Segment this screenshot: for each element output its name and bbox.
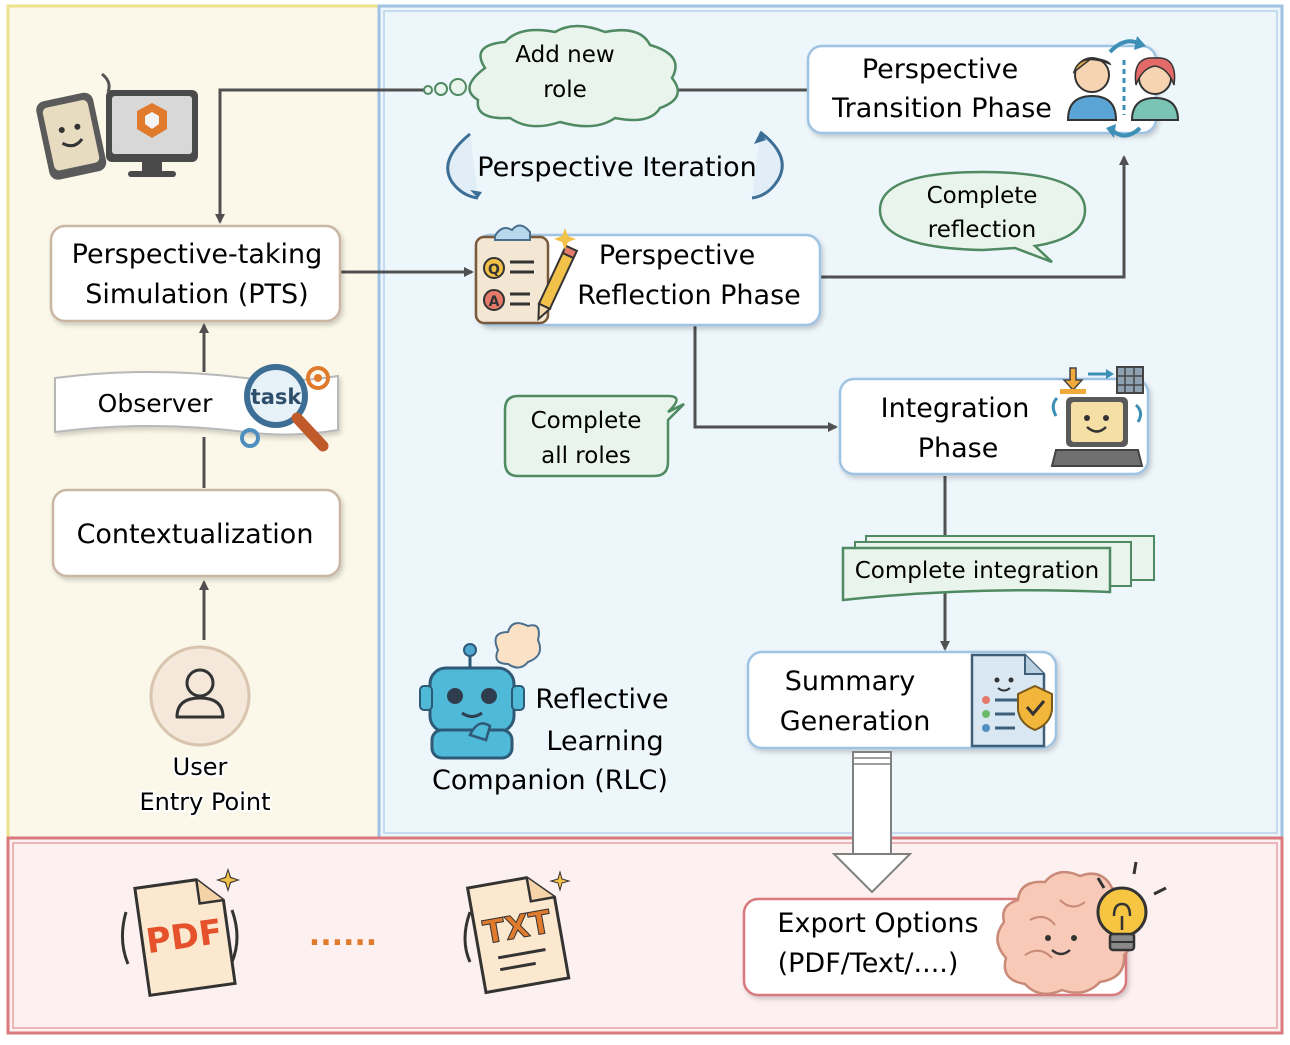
integration-line1: Integration	[881, 393, 1030, 424]
export-line2: (PDF/Text/....)	[778, 948, 959, 979]
user-icon	[149, 645, 251, 747]
task-badge: task	[251, 385, 303, 409]
reflection-to-integration-arrow	[693, 325, 838, 432]
qa-a-glyph: A	[489, 294, 500, 310]
add-role-line2: role	[543, 77, 587, 103]
transition-line2: Transition Phase	[831, 93, 1052, 124]
bottom-panel-inner-border	[12, 842, 1278, 1029]
integration-line2: Phase	[918, 433, 999, 464]
iteration-right-arrow	[751, 130, 784, 200]
transition-line1: Perspective	[862, 54, 1018, 85]
export-ellipsis: ......	[309, 918, 377, 953]
magnifier-task-icon: task	[240, 364, 330, 452]
txt-file-icon: TXT	[463, 870, 571, 995]
robot-rlc-icon	[419, 622, 541, 760]
devices-icon	[36, 72, 198, 180]
role-switch-icon	[1066, 36, 1180, 138]
summary-line2: Generation	[780, 706, 931, 737]
rlc-line3: Companion (RLC)	[432, 765, 668, 796]
qa-clipboard-icon: Q A	[474, 224, 579, 325]
pts-line2: Simulation (PTS)	[85, 279, 308, 310]
complete-integration-banner	[841, 535, 1155, 602]
pts-box	[49, 224, 342, 323]
observer-label: Observer	[98, 389, 213, 418]
brain-idea-icon	[996, 861, 1167, 996]
rlc-line2: Learning	[546, 726, 663, 757]
complete-reflection-bubble	[878, 170, 1087, 264]
document-shield-icon	[970, 653, 1053, 748]
reflection-line2: Reflection Phase	[577, 280, 801, 311]
complete-integration-label: Complete integration	[855, 558, 1100, 584]
complete-roles-line1: Complete	[531, 408, 642, 434]
summary-line1: Summary	[785, 666, 915, 697]
complete-roles-line2: all roles	[541, 443, 631, 469]
add-role-cloud	[423, 24, 680, 128]
qa-q-glyph: Q	[488, 262, 500, 278]
reflection-line1: Perspective	[599, 240, 755, 271]
laptop-integration-icon	[1050, 366, 1144, 467]
pts-line1: Perspective-taking	[72, 239, 323, 270]
iteration-left-arrow	[446, 132, 482, 200]
complete-roles-bubble	[503, 394, 685, 478]
pdf-file-icon: PDF	[121, 868, 240, 998]
complete-reflection-line1: Complete	[927, 183, 1038, 209]
add-role-line1: Add new	[515, 42, 614, 68]
export-line1: Export Options	[777, 908, 978, 939]
reflection-to-transition-arrow	[820, 155, 1129, 279]
iteration-label: Perspective Iteration	[477, 152, 756, 183]
user-line2: Entry Point	[139, 788, 270, 816]
contextualization-label: Contextualization	[77, 519, 314, 550]
complete-reflection-line2: reflection	[928, 217, 1036, 243]
contextualization-box	[51, 488, 342, 578]
connectors	[199, 88, 1129, 651]
rlc-line1: Reflective	[535, 684, 668, 715]
loop-back-arrow	[215, 88, 425, 224]
summary-to-export-arrow	[831, 751, 913, 894]
user-line1: User	[173, 753, 228, 781]
right-panel-inner-border	[383, 10, 1278, 834]
